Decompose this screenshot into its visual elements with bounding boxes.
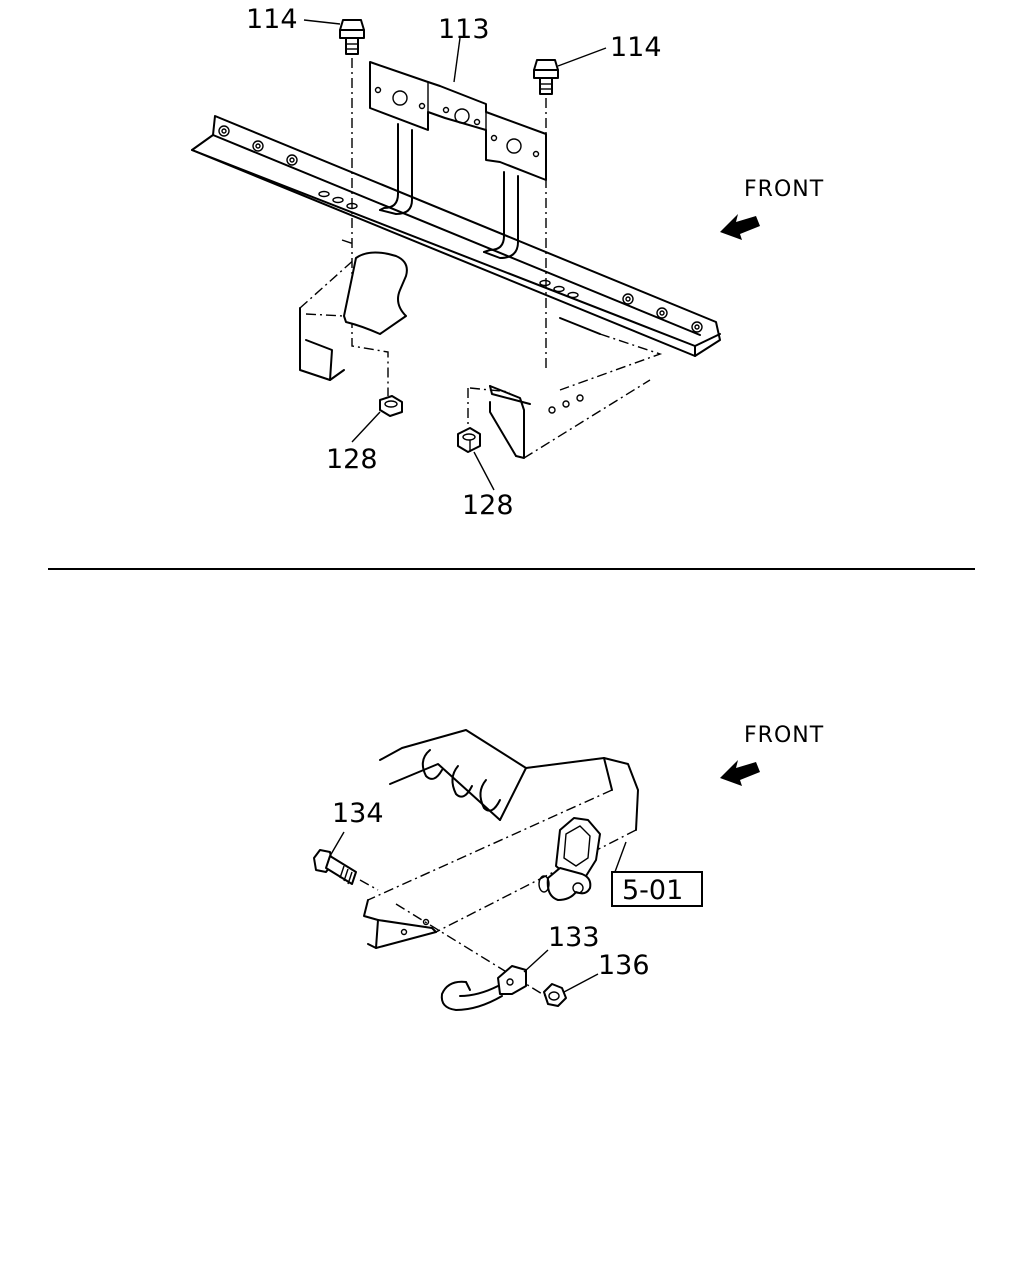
nut-136: [543, 983, 567, 1007]
callout-114-left: 114: [246, 4, 298, 35]
front-label-bottom: FRONT: [744, 723, 824, 748]
frame-rail-main: [363, 757, 639, 949]
nut-128-right: [457, 427, 481, 453]
tow-bracket: [538, 817, 601, 901]
callout-134: 134: [332, 798, 384, 829]
front-label-top: FRONT: [744, 177, 824, 202]
front-arrow-top-icon: [720, 214, 760, 240]
top-assembly-diagram: 114 113 114 128 128 FRONT: [191, 4, 824, 521]
reference-box-label: 5-01: [622, 875, 683, 906]
bolt-114-right: [533, 59, 559, 95]
crossmember-rivets: [218, 125, 703, 333]
bottom-assembly-diagram: 5-01 134 133 136 FRONT: [313, 723, 824, 1011]
nut-128-left: [379, 395, 403, 417]
bolt-114-left: [339, 19, 365, 55]
callout-128-left: 128: [326, 444, 378, 475]
reference-box: [611, 871, 703, 907]
frame-member-upper: [379, 729, 527, 821]
callout-136: 136: [598, 950, 650, 981]
callout-113: 113: [438, 14, 490, 45]
frame-rail-right: [469, 317, 663, 459]
crossmember-angle: [191, 115, 721, 357]
tow-hook-133: [440, 965, 527, 1011]
front-arrow-bottom-icon: [720, 760, 760, 786]
bolt-134: [313, 849, 357, 885]
license-bracket: [369, 61, 547, 259]
callout-133: 133: [548, 922, 600, 953]
callout-128-right: 128: [462, 490, 514, 521]
callout-114-right: 114: [610, 32, 662, 63]
frame-rail-left: [299, 239, 408, 381]
